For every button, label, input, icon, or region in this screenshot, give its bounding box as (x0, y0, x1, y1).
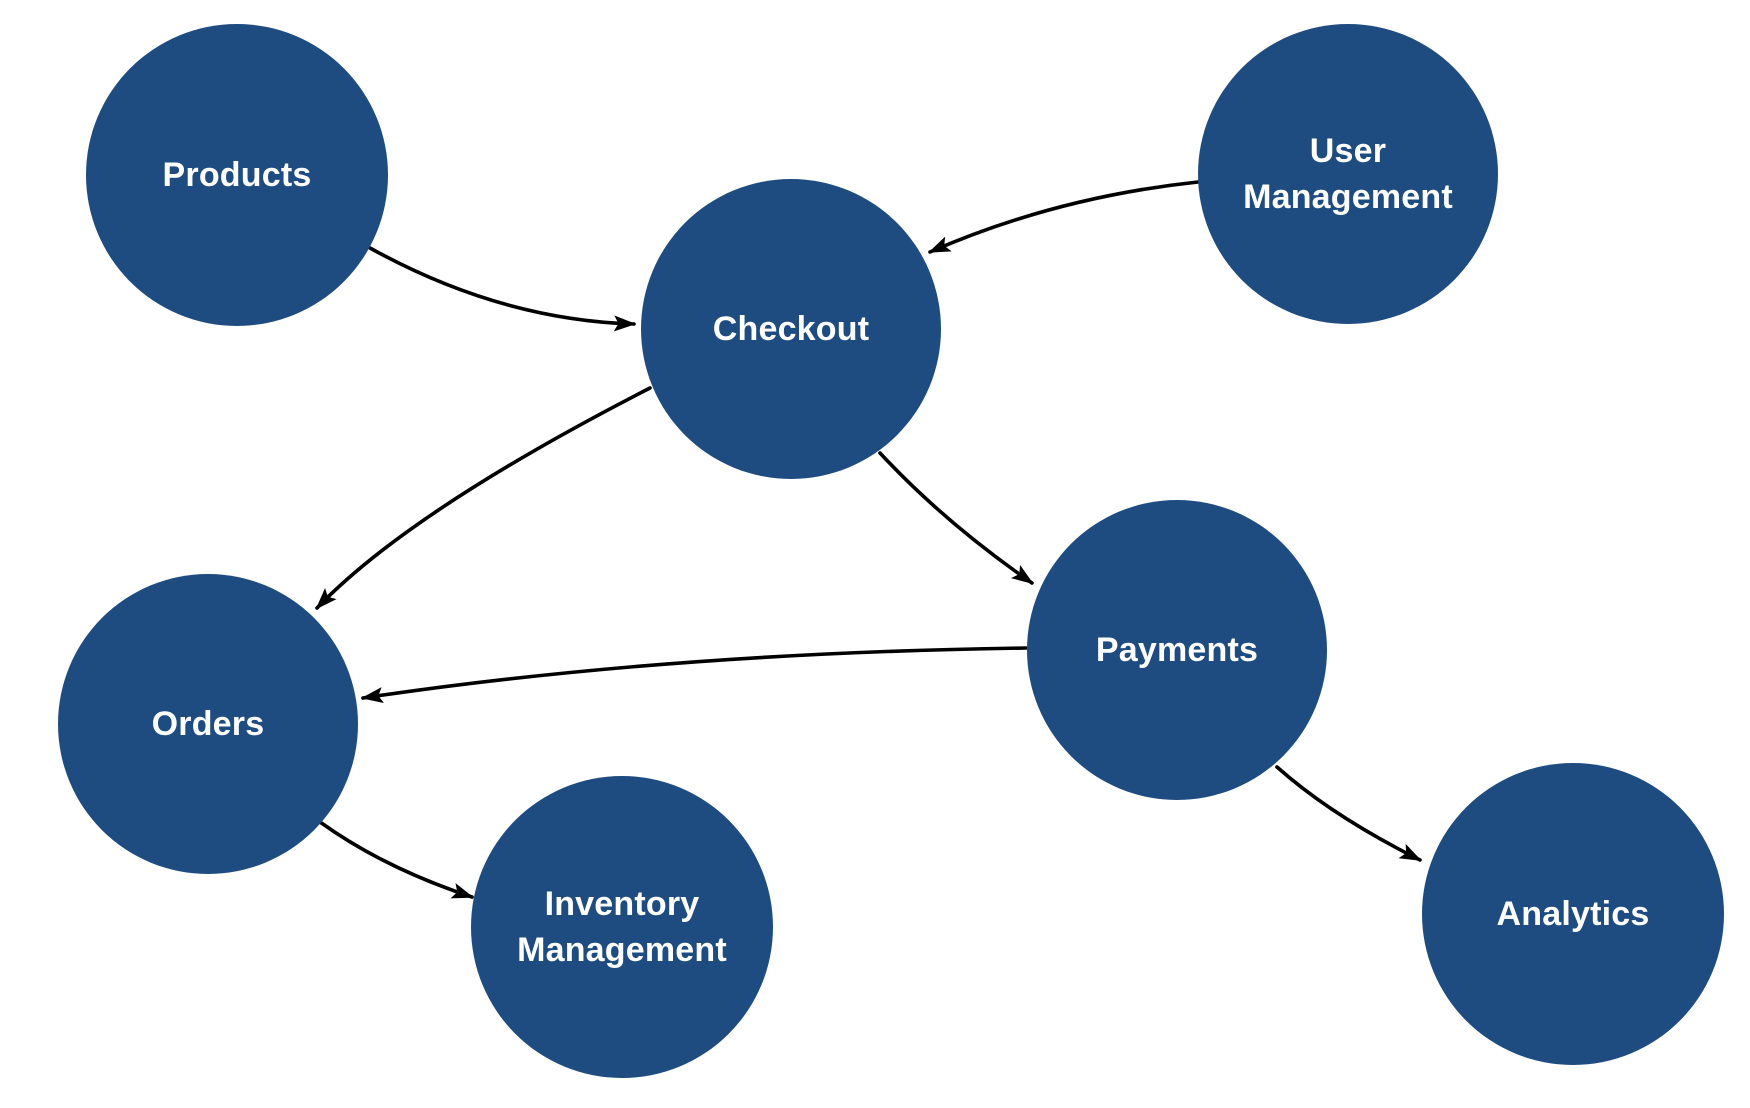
edge-payments-analytics (1275, 765, 1422, 862)
node-label-payments: Payments (1095, 630, 1259, 669)
node-user-management[interactable]: User Management (1198, 24, 1498, 324)
node-products[interactable]: Products (86, 24, 388, 326)
node-checkout[interactable]: Checkout (641, 179, 941, 479)
node-label-analytics: Analytics (1496, 894, 1650, 933)
node-label-inventory-management: Inventory Management (517, 884, 727, 969)
node-inventory-management[interactable]: Inventory Management (471, 776, 773, 1078)
edge-orders-inventory-management (318, 820, 474, 899)
node-payments[interactable]: Payments (1027, 500, 1327, 800)
node-label-checkout: Checkout (712, 309, 870, 348)
edge-payments-orders (361, 646, 1028, 703)
node-label-user-management: User Management (1243, 131, 1453, 216)
node-label-orders: Orders (151, 704, 265, 743)
node-orders[interactable]: Orders (58, 574, 358, 874)
edge-products-checkout (368, 246, 636, 332)
edge-user-management-checkout (928, 180, 1200, 254)
node-label-products: Products (162, 155, 312, 194)
edge-checkout-orders (315, 386, 652, 610)
node-analytics[interactable]: Analytics (1422, 763, 1724, 1065)
edge-checkout-payments (878, 451, 1034, 585)
